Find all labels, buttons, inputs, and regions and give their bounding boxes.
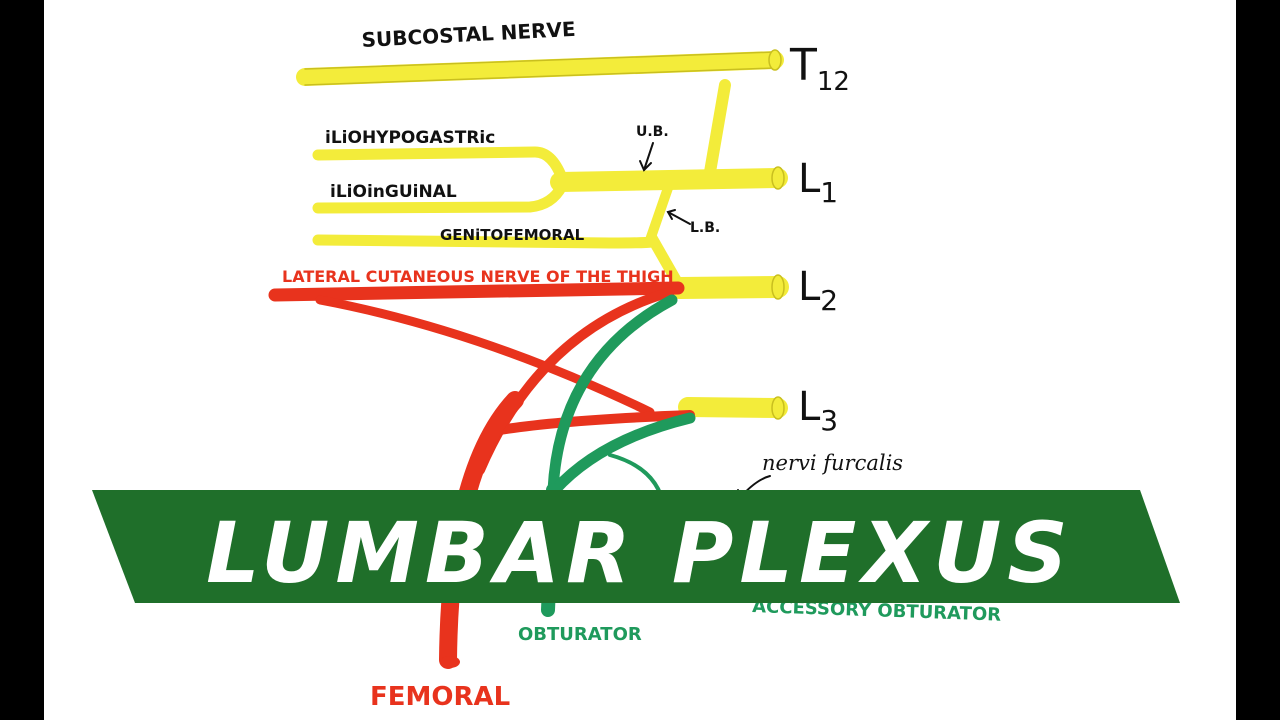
l2-trunk	[669, 276, 789, 299]
l2-red-strand-a	[315, 295, 655, 417]
segment-l1: L1	[798, 156, 838, 209]
banner-title: LUMBAR PLEXUS	[206, 504, 1074, 602]
left-black-bar	[0, 0, 44, 720]
l2-green-strand	[547, 294, 678, 496]
segment-labels: T12 L1 L2 L3	[789, 40, 850, 437]
segment-l3: L3	[798, 384, 838, 437]
lateral-cutaneous-nerve	[268, 281, 685, 302]
title-banner: LUMBAR PLEXUS	[92, 490, 1180, 603]
label-lb: L.B.	[690, 220, 720, 236]
lb-arrow	[667, 211, 691, 225]
label-lateral-cutaneous: LATERAL CUTANEOUS NERVE OF THE THIGH	[282, 267, 674, 286]
segment-t12: T12	[789, 40, 850, 97]
ub-arrow	[643, 142, 654, 171]
l3-trunk	[678, 397, 788, 418]
label-femoral: FEMORAL	[370, 682, 510, 712]
genitofemoral-root-l2	[646, 232, 682, 286]
label-nervi-furcalis: nervi furcalis	[762, 451, 903, 475]
paper	[44, 0, 1236, 720]
annotation-arrows	[639, 142, 771, 502]
l1-trunk	[550, 168, 788, 192]
l1-lower-branch	[645, 183, 673, 245]
ilioinguinal-nerve	[312, 180, 568, 214]
yellow-nerves	[296, 49, 789, 420]
label-obturator: OBTURATOR	[518, 624, 642, 645]
label-ub: U.B.	[636, 124, 669, 140]
label-iliohypogastric: iLiOHYPOGASTRic	[325, 128, 495, 148]
label-ilioinguinal: iLiOinGUiNAL	[330, 182, 457, 202]
segment-l2: L2	[798, 264, 838, 317]
t12-connecting-branch	[704, 79, 731, 178]
banner-shape	[92, 490, 1180, 603]
subcostal-nerve	[296, 51, 784, 86]
right-black-bar	[1236, 0, 1280, 720]
iliohypogastric-nerve	[312, 146, 568, 184]
l3-red-strand	[495, 410, 695, 435]
label-genitofemoral: GENiTOFEMORAL	[440, 226, 585, 244]
l3-green-strand	[549, 412, 696, 496]
